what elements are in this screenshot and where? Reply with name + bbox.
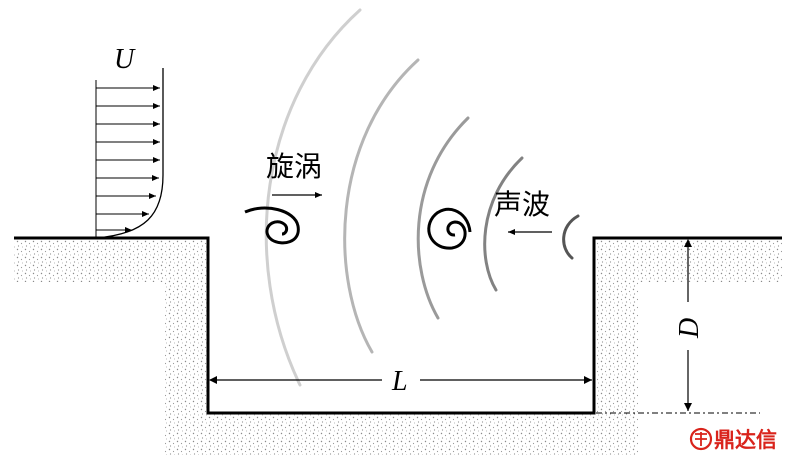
sound-wave-arcs [264,8,580,387]
wave-arc-5 [562,214,580,260]
vortex-spiral-left [244,206,300,245]
depth-dimension [596,239,760,414]
depth-label: D [674,318,705,339]
watermark: 鼎达信 [689,427,777,452]
velocity-profile [95,68,164,239]
sound-wave-label: 声波 [494,188,550,221]
cavity-wall [14,236,782,415]
length-label: L [391,366,408,397]
wave-arc-3 [416,116,470,320]
vortex-spiral-middle [427,207,472,250]
velocity-label: U [114,44,136,75]
wave-arc-4 [483,156,524,292]
vortex-label: 旋涡 [266,150,322,183]
wave-arc-1 [264,8,362,387]
wave-arc-2 [343,58,420,354]
ground-hatch [14,238,782,455]
watermark-logo-icon [689,427,713,451]
watermark-text: 鼎达信 [714,428,777,452]
